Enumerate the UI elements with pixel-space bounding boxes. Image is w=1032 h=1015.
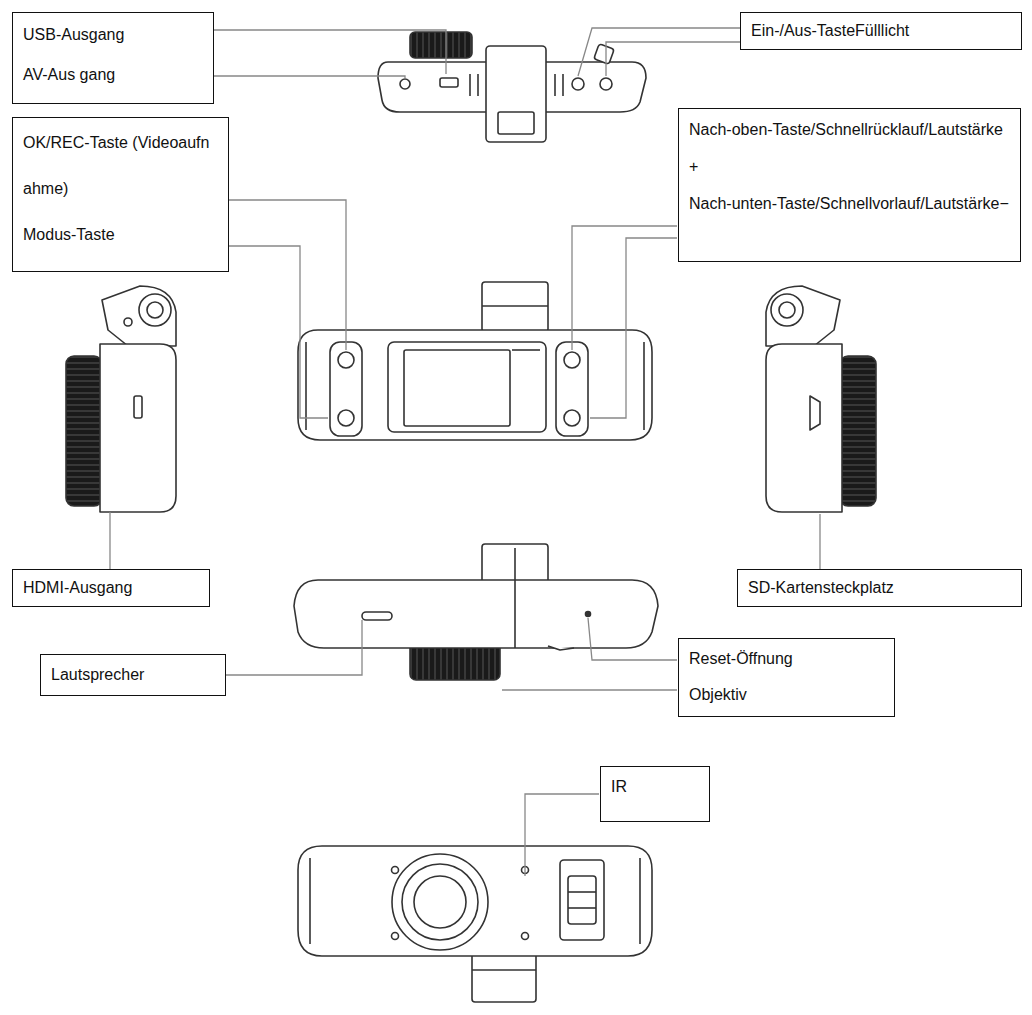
callout-label: USB-Ausgang — [23, 15, 203, 55]
callout-label: Nach-unten-Taste/Schnellvorlauf/Lautstär… — [689, 185, 1010, 222]
callout-box: HDMI-Ausgang — [12, 569, 210, 607]
callout-label: Lautsprecher — [51, 657, 215, 693]
callout-box: USB-AusgangAV-Aus gang — [12, 12, 214, 104]
callout-box: Ein-/Aus-TasteFülllicht — [740, 12, 1022, 50]
callout-label: SD-Kartensteckplatz — [748, 572, 1011, 604]
right-side-view — [766, 286, 876, 512]
callout-label: AV-Aus gang — [23, 55, 203, 95]
callout-label: Reset-Öffnung — [689, 641, 884, 677]
left-side-view — [66, 286, 176, 512]
callout-label: HDMI-Ausgang — [23, 572, 199, 604]
callout-label: Ein-/Aus-TasteFülllicht — [751, 15, 1011, 47]
callout-label: OK/REC-Taste (Videoaufnahme) — [23, 120, 218, 212]
callout-label: IR — [611, 769, 699, 805]
callout-box: Nach-oben-Taste/Schnellrücklauf/Lautstär… — [678, 108, 1021, 262]
callout-box: IR — [600, 766, 710, 822]
callout-label: Nach-oben-Taste/Schnellrücklauf/Lautstär… — [689, 111, 1010, 185]
front-view — [298, 282, 652, 440]
callout-label: Objektiv — [689, 677, 884, 713]
callout-box: SD-Kartensteckplatz — [737, 569, 1022, 607]
lens-view — [298, 846, 652, 1002]
callout-box: OK/REC-Taste (Videoaufnahme)Modus-Taste — [12, 117, 229, 272]
callout-box: Reset-ÖffnungObjektiv — [678, 638, 895, 717]
callout-label: Modus-Taste — [23, 212, 218, 258]
callout-box: Lautsprecher — [40, 654, 226, 696]
